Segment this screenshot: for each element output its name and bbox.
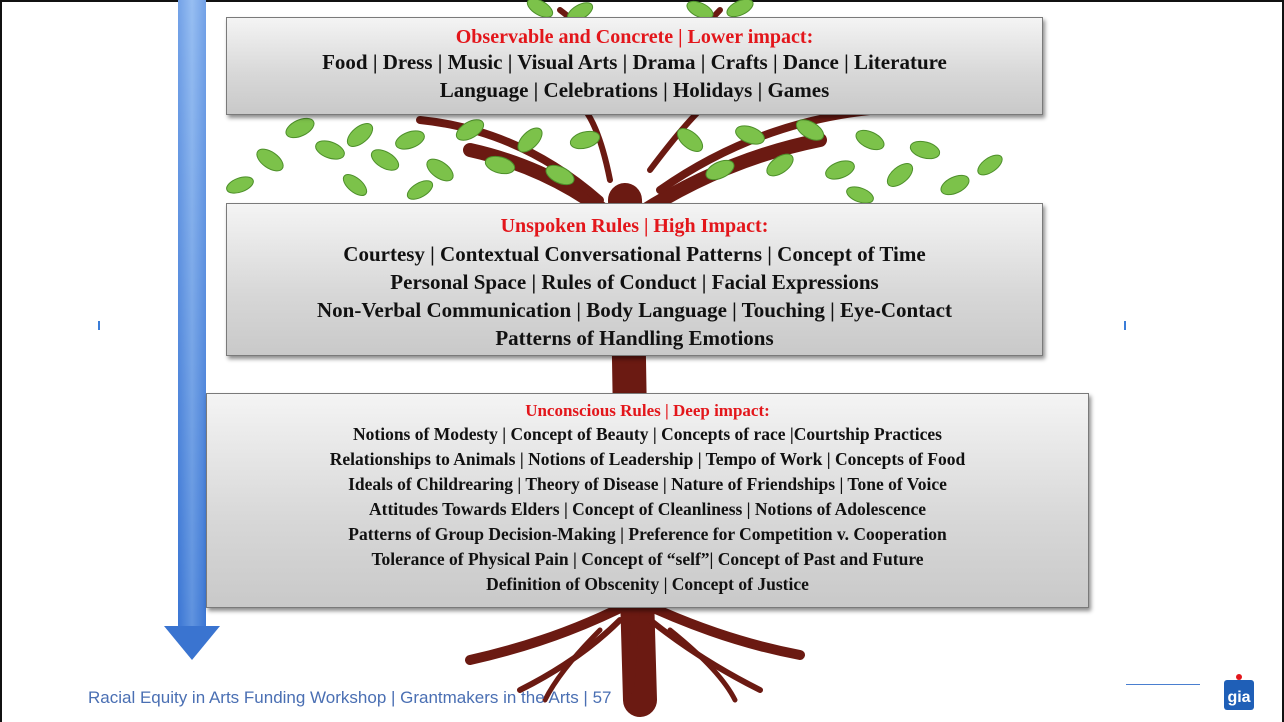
unspoken-line: Non-Verbal Communication | Body Language… — [316, 298, 952, 322]
observable-line: Language | Celebrations | Holidays | Gam… — [439, 78, 830, 102]
unspoken-line: Personal Space | Rules of Conduct | Faci… — [390, 270, 879, 294]
tree-leaves — [226, 0, 1003, 204]
slide-footer: Racial Equity in Arts Funding Workshop |… — [88, 688, 612, 707]
unconscious-line: Attitudes Towards Elders | Concept of Cl… — [368, 499, 927, 519]
unspoken-rules-box: Unspoken Rules | High Impact: Courtesy |… — [226, 203, 1043, 356]
frame-top-line — [0, 0, 1284, 2]
observable-line: Food | Dress | Music | Visual Arts | Dra… — [322, 50, 947, 74]
unconscious-line: Notions of Modesty | Concept of Beauty |… — [353, 424, 942, 444]
unconscious-line: Definition of Obscenity | Concept of Jus… — [486, 574, 809, 594]
frame-left-line — [0, 0, 2, 722]
footer-rule — [1126, 684, 1200, 685]
unconscious-line: Ideals of Childrearing | Theory of Disea… — [348, 474, 947, 494]
unspoken-line: Courtesy | Contextual Conversational Pat… — [343, 242, 926, 266]
unconscious-line: Patterns of Group Decision-Making | Pref… — [348, 524, 947, 544]
unconscious-heading: Unconscious Rules | Deep impact: — [525, 401, 770, 420]
unspoken-line: Patterns of Handling Emotions — [495, 326, 774, 350]
unconscious-rules-box: Unconscious Rules | Deep impact: Notions… — [206, 393, 1089, 608]
left-tick-mark — [98, 321, 100, 330]
logo-text: gia — [1227, 689, 1250, 706]
unconscious-line: Tolerance of Physical Pain | Concept of … — [371, 549, 924, 569]
unspoken-heading: Unspoken Rules | High Impact: — [500, 215, 769, 237]
observable-heading: Observable and Concrete | Lower impact: — [455, 26, 814, 48]
frame-right-line — [1282, 0, 1284, 722]
gia-logo-icon: gia — [1224, 674, 1254, 710]
right-tick-mark — [1124, 321, 1126, 330]
observable-concrete-box: Observable and Concrete | Lower impact: … — [226, 17, 1043, 115]
unconscious-line: Relationships to Animals | Notions of Le… — [329, 449, 966, 469]
tree-roots — [465, 595, 805, 703]
depth-arrow — [164, 0, 220, 660]
